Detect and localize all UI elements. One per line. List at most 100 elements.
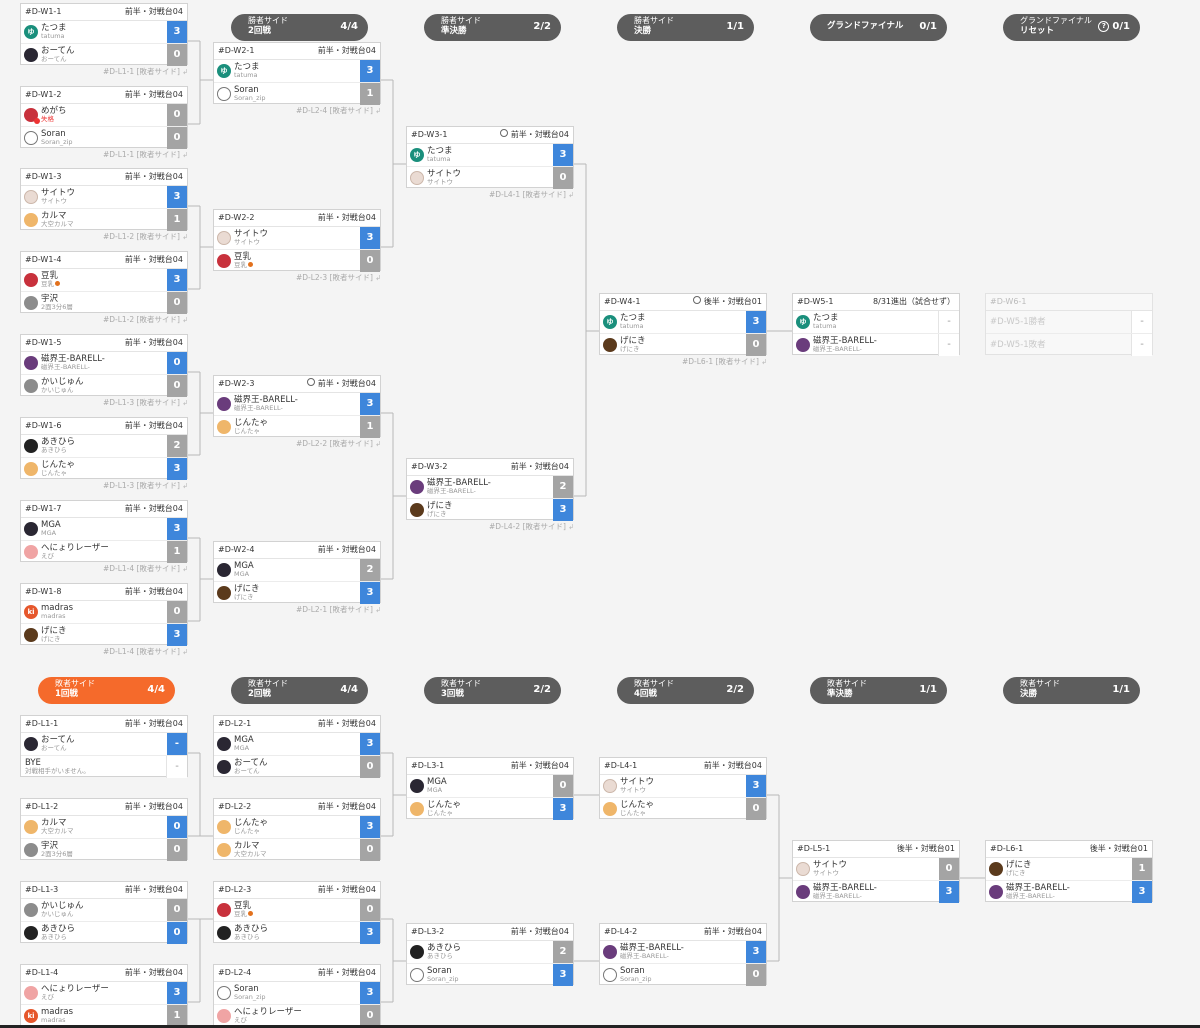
round-header-p-gfr[interactable]: グランドファイナルリセット?0/1 [1003,14,1140,41]
player-row[interactable]: おーてんおーてん- [21,733,187,756]
player-row[interactable]: #D-W5-1敗者- [986,334,1152,356]
player-row[interactable]: 磁界王-BARELL-磁界王-BARELL-2 [407,476,573,499]
player-row[interactable]: 磁界王-BARELL-磁界王-BARELL-- [793,334,959,356]
player-row[interactable]: 磁界王-BARELL-磁界王-BARELL-3 [986,881,1152,903]
player-row[interactable]: 磁界王-BARELL-磁界王-BARELL-3 [793,881,959,903]
match-card[interactable]: #D-W6-1#D-W5-1勝者-#D-W5-1敗者- [985,293,1153,356]
player-row[interactable]: 磁界王-BARELL-磁界王-BARELL-3 [600,941,766,964]
help-icon[interactable]: ? [1098,21,1110,32]
player-row[interactable]: 磁界王-BARELL-磁界王-BARELL-0 [21,352,187,375]
player-row[interactable]: #D-W5-1勝者- [986,311,1152,334]
